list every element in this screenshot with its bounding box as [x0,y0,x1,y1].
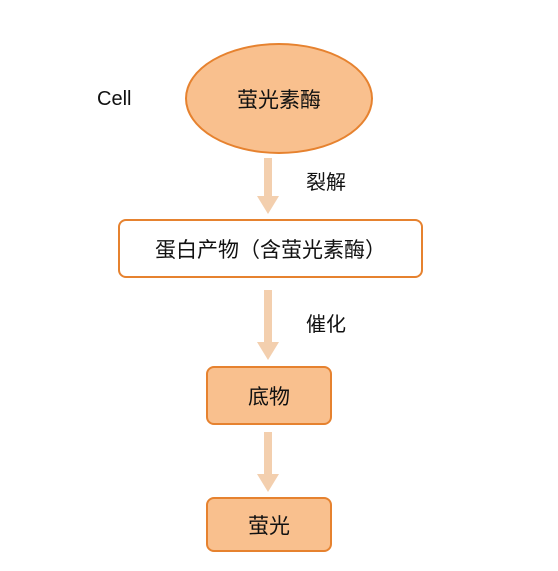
arrow-luciferase-to-protein [257,158,279,214]
luciferase-node-label: 萤光素酶 [237,87,321,112]
fluorescence-node: 萤光 [206,497,332,552]
catalyze-label: 催化 [306,312,346,336]
arrow-substrate-to-fluorescence [257,432,279,492]
substrate-node: 底物 [206,366,332,425]
protein-product-node-label: 蛋白产物（含萤光素酶） [155,237,386,262]
arrow-protein-to-substrate [257,290,279,360]
lysis-label: 裂解 [306,170,346,194]
fluorescence-node-label: 萤光 [248,513,290,538]
substrate-node-label: 底物 [248,384,290,409]
protein-product-node: 蛋白产物（含萤光素酶） [118,219,423,278]
cell-label: Cell [97,88,132,110]
luciferase-node: 萤光素酶 [185,43,373,154]
